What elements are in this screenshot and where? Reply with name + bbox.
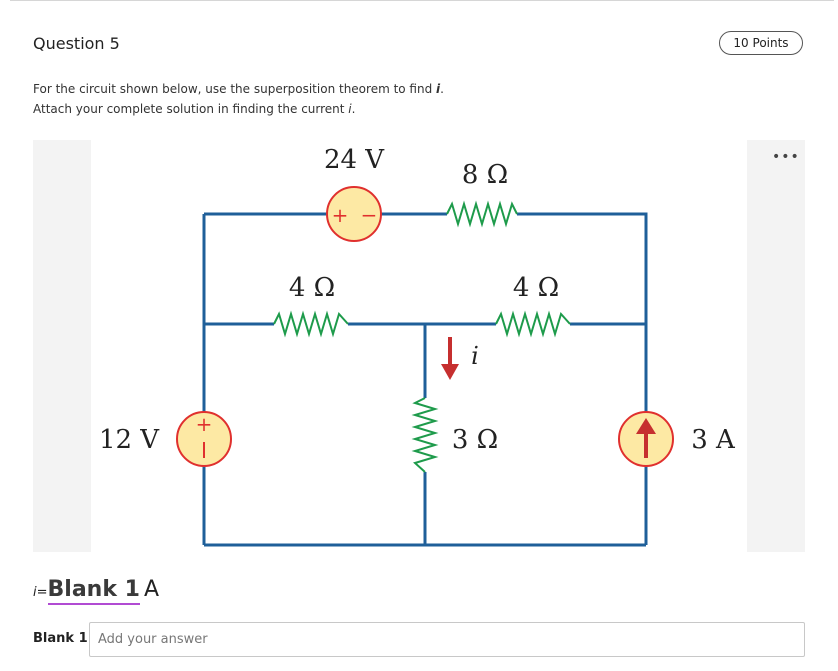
svg-text:+: + xyxy=(196,412,213,436)
circuit-wires xyxy=(202,212,648,547)
image-right-gutter xyxy=(747,140,805,552)
points-badge: 10 Points xyxy=(719,31,803,55)
more-options-icon[interactable]: ••• xyxy=(772,149,800,165)
label-4-ohm-right: 4 Ω xyxy=(513,273,559,303)
wire-top-right xyxy=(517,212,648,545)
top-divider xyxy=(10,0,834,1)
current-arrow-icon xyxy=(441,337,459,380)
label-8-ohm: 8 Ω xyxy=(462,160,508,190)
label-24v: 24 V xyxy=(324,145,385,175)
question-prompt-line1: For the circuit shown below, use the sup… xyxy=(33,82,444,96)
resistor-3-ohm xyxy=(411,397,439,473)
voltage-source-24v: + − xyxy=(326,186,382,242)
blank-placeholder: Blank 1 xyxy=(47,577,140,605)
resistor-8-ohm xyxy=(446,200,518,228)
label-3-ohm: 3 Ω xyxy=(452,425,498,455)
question-title: Question 5 xyxy=(33,34,120,53)
blank-label: Blank 1 xyxy=(33,631,88,646)
current-source-3a xyxy=(618,411,674,467)
label-3a: 3 A xyxy=(691,425,736,455)
resistor-4-ohm-left xyxy=(273,310,349,338)
answer-input[interactable] xyxy=(89,622,805,657)
question-prompt-line2: Attach your complete solution in finding… xyxy=(33,102,356,116)
label-current-i: i xyxy=(471,342,479,370)
circuit-diagram: + − + 24 V 8 Ω 4 Ω 4 Ω i 3 Ω 12 V 3 A xyxy=(99,145,736,547)
label-4-ohm-left: 4 Ω xyxy=(289,273,335,303)
voltage-source-12v: + xyxy=(176,411,232,467)
resistor-4-ohm-right xyxy=(495,310,571,338)
label-12v: 12 V xyxy=(99,425,160,455)
svg-text:+: + xyxy=(332,203,349,227)
image-left-gutter xyxy=(33,140,91,552)
svg-text:−: − xyxy=(361,203,378,227)
